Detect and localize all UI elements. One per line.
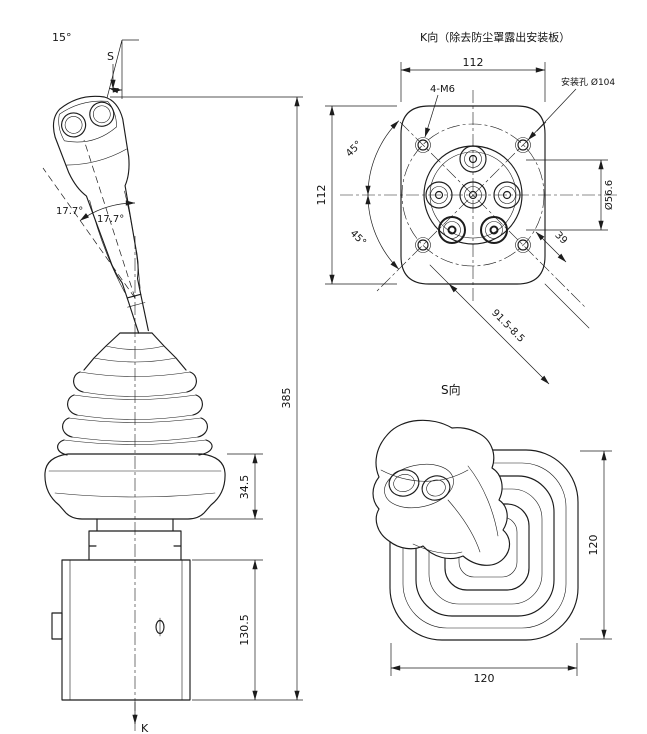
label-mount-hole: 安装孔 Ø104: [561, 76, 615, 88]
side-connector-tab: [51, 612, 63, 640]
view-label-k: K: [141, 722, 149, 734]
dim-39: 39: [552, 230, 569, 247]
dim-angle-45-upper: 45°: [344, 139, 364, 159]
k-view-centerlines: [340, 90, 618, 309]
side-view: 15° S 17.7° 17.7° 385 34.5 130.5 K: [42, 31, 303, 734]
handle-button-right-top: [421, 475, 451, 501]
dim-angle-177-right: 17.7°: [97, 214, 124, 225]
dim-body-height: 130.5: [238, 614, 251, 646]
joystick-handle: [52, 95, 149, 334]
base-housing: [44, 453, 226, 701]
dim-angle-177-left: 17.7°: [56, 206, 83, 217]
k-view-title: K向（除去防尘罩露出安装板）: [420, 30, 570, 44]
dim-diagonal: 91.5-8.5: [489, 308, 526, 345]
dim-boot-width: 120: [474, 672, 495, 685]
handle-top-view: [372, 419, 511, 566]
k-view-dimensions: 112 112 4-M6 安装孔 Ø104 45° 45° Ø56.6 39 9…: [315, 56, 615, 385]
dim-boss-diameter: Ø56.6: [603, 180, 615, 210]
connector-ports: [425, 145, 521, 244]
handle-button-left-top: [388, 469, 420, 497]
bellows-boot: [57, 332, 213, 456]
handle-button-right: [89, 101, 115, 127]
label-4-m6: 4-M6: [430, 84, 455, 95]
dim-angle-45-lower: 45°: [348, 228, 368, 248]
handle-button-left: [61, 112, 87, 138]
dim-angle-15: 15°: [52, 31, 72, 44]
dim-plate-height: 112: [315, 185, 328, 206]
k-view: K向（除去防尘罩露出安装板） 112 112 4-M6 安装孔 Ø104: [315, 30, 618, 385]
dim-plate-width: 112: [463, 56, 484, 69]
bolt-circle: [401, 123, 545, 267]
dim-overall-height: 385: [280, 388, 293, 409]
dim-boot-height: 120: [587, 535, 600, 556]
side-view-dimensions: 15° S 17.7° 17.7° 385 34.5 130.5 K: [42, 31, 303, 734]
s-view-title: S向: [441, 382, 461, 397]
s-view: S向 120 120: [372, 382, 612, 685]
view-label-s: S: [107, 50, 114, 63]
dim-collar-height: 34.5: [238, 475, 251, 500]
mounting-holes: [415, 137, 531, 253]
s-view-dimensions: 120 120: [390, 450, 612, 685]
